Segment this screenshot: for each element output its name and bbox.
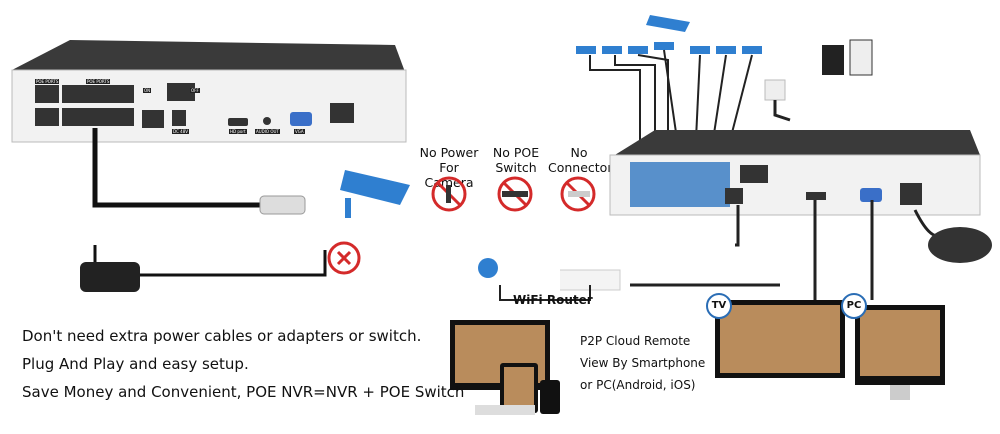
- right-nvr-setup-illustration: [560, 15, 992, 400]
- tv-badge: TV: [706, 293, 732, 319]
- feature-line: Don't need extra power cables or adapter…: [22, 327, 422, 345]
- label-line: No: [570, 145, 588, 160]
- poe-ports-label: POE PORTS: [35, 79, 60, 84]
- vga-label: VGA: [294, 129, 305, 134]
- dc-label: DC 48V: [172, 129, 189, 134]
- switch-on-label: ON: [143, 88, 152, 93]
- poe-ports-label: POE PORTS: [86, 79, 111, 84]
- router-cable-icon: [478, 258, 591, 301]
- prohibited-items-icons: [431, 176, 596, 212]
- hd-port-label: HD port: [229, 129, 247, 134]
- label-line: No Power: [419, 145, 479, 160]
- pc-badge: PC: [841, 293, 867, 319]
- no-poe-switch-icon: [497, 176, 533, 212]
- label-line: For Camera: [424, 160, 474, 190]
- label-line: Connector: [548, 160, 613, 175]
- feature-line: Save Money and Convenient, POE NVR=NVR +…: [22, 383, 465, 401]
- p2p-line: P2P Cloud Remote: [580, 334, 691, 348]
- camera-icon: [340, 170, 410, 218]
- audio-out-label: AUDIO OUT: [255, 129, 280, 134]
- p2p-line: View By Smartphone: [580, 356, 706, 370]
- label-line: Switch: [495, 160, 537, 175]
- label-line: No POE: [492, 145, 540, 160]
- devices-illustration: [450, 320, 560, 415]
- feature-line: Plug And Play and easy setup.: [22, 355, 249, 373]
- switch-off-label: OFF: [190, 88, 200, 93]
- router-label: WiFi Router: [513, 293, 593, 307]
- no-connector-icon: [560, 176, 596, 212]
- p2p-line: or PC(Android, iOS): [580, 378, 696, 392]
- left-nvr-illustration: [11, 40, 407, 292]
- prohibited-icon: [327, 241, 361, 275]
- no-power-adapter-icon: [431, 176, 467, 212]
- p2p-description: P2P Cloud Remote View By Smartphone or P…: [580, 330, 705, 396]
